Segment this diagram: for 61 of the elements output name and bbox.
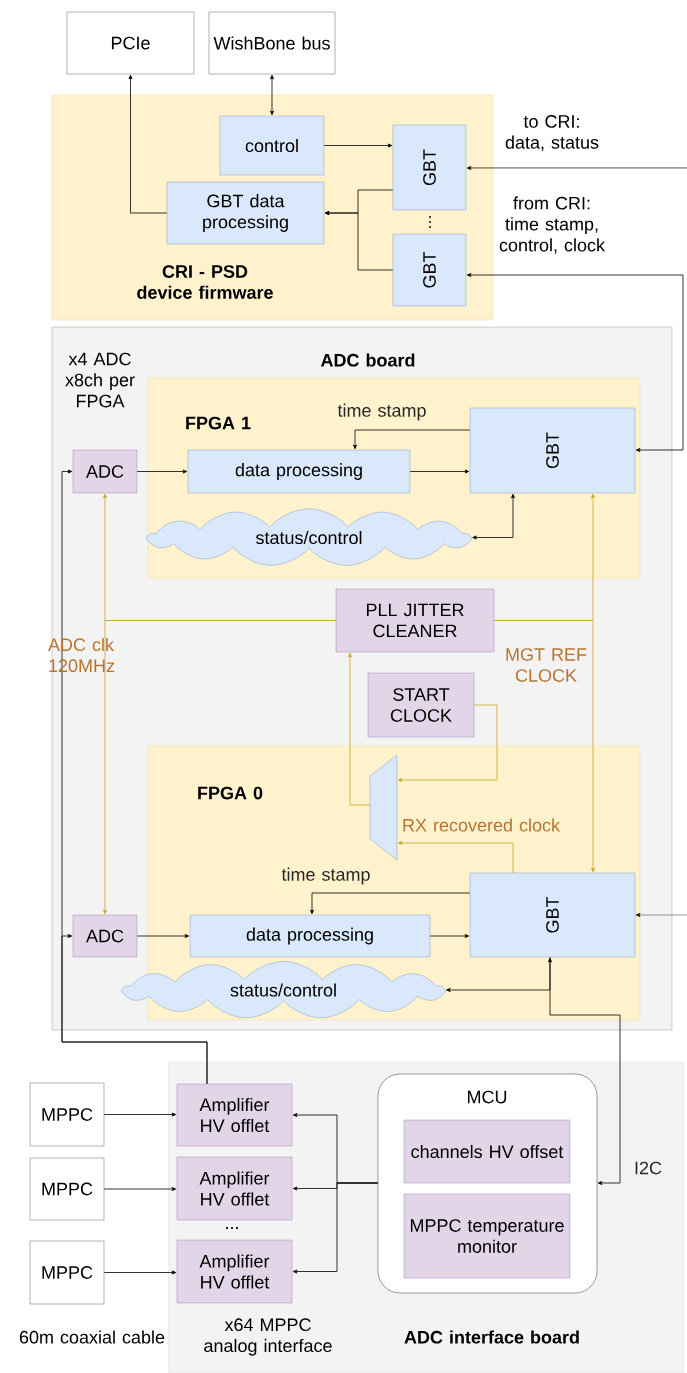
note: to CRI: data, status [505,115,599,151]
edge-label: time stamp [337,403,426,421]
process-box: GBT [392,233,467,307]
arrow [310,892,471,915]
box: PCIe [66,11,195,75]
note: x4 ADC x8ch per FPGA [65,352,135,408]
component-box: Amplifier HV offlet [176,1156,293,1221]
arrow [103,1187,177,1191]
process-box: data processing [187,449,411,494]
arrow [103,1270,177,1275]
process-box: GBT [469,407,636,494]
process-box: GBT [392,124,467,211]
component-box: Amplifier HV offlet [176,1083,293,1147]
arrow [323,143,393,148]
arrow [136,469,188,474]
note: from CRI: time stamp, control, clock [499,196,606,254]
component-box: START CLOCK [367,672,475,738]
arrow [472,493,515,540]
arrow [397,704,498,782]
arrow [103,1112,177,1117]
arrow [103,620,337,915]
edge-label: I2C [635,1161,662,1175]
box: WishBone bus [208,11,336,75]
arrow [136,934,190,938]
arrow [466,166,687,170]
arrow [493,620,595,873]
component-box: ADC [72,449,138,494]
arrow [348,652,371,806]
arrow [548,957,621,1185]
arrow [409,469,470,474]
component-box: channels HV offset [403,1119,571,1184]
arrow [466,273,684,452]
component-box: Amplifier HV offlet [176,1239,293,1304]
arrow [397,841,514,874]
process-box: GBT [469,872,636,958]
process-box: GBT data processing [166,181,325,245]
edge-label: ADC clk 120MHz [48,637,115,673]
arrow [292,1182,379,1274]
arrow [429,934,470,938]
arrow [270,74,274,116]
box: MPPC [29,1240,105,1305]
arrow [61,934,208,1085]
edge-label: RX recovered clock [403,818,561,832]
arrow [324,211,394,271]
component-box: PLL JITTER CLEANER [335,588,495,653]
component-box: MPPC temperature monitor [403,1193,571,1279]
note: x64 MPPC analog interface [204,1318,332,1356]
ellipsis: ... [226,1227,238,1229]
arrow [128,74,168,214]
edge-label: MGT REF CLOCK [506,648,587,682]
box: MPPC [29,1157,105,1221]
component-box: ADC [72,914,138,958]
arrow [353,429,471,450]
process-box: data processing [189,914,431,958]
process-box: control [219,115,325,176]
multiplexer-shape [369,754,398,861]
edge-label: time stamp [281,867,370,885]
box: MPPC [29,1082,105,1147]
arrow [446,956,551,992]
note: 60m coaxial cable [19,1330,165,1344]
ellipsis: ... [429,216,431,228]
